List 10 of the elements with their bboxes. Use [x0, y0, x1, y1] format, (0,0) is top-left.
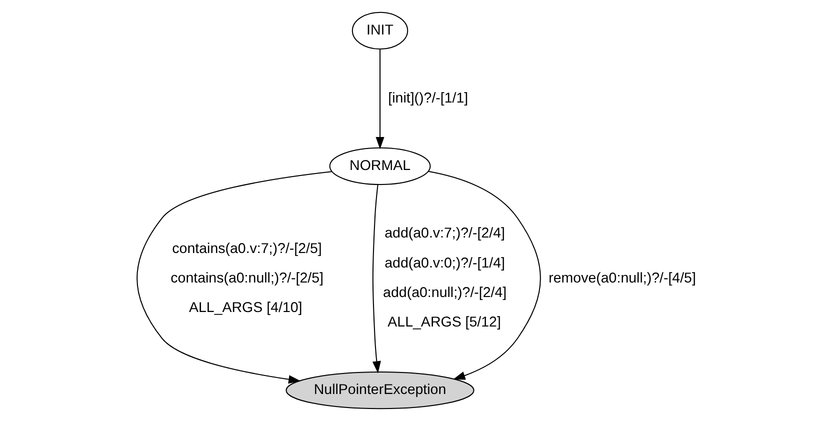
arrow [428, 170, 540, 380]
edge-label: [init]()?/-[1/1] [388, 90, 468, 107]
node-ellipse: NORMAL [328, 147, 430, 186]
arrow [372, 184, 380, 374]
edge-label: add(a0.v:7;)?/-[2/4] add(a0.v:0;)?/-[1/4] add(a0:null;)?/-[2/4] ALL_ARGS [5/12] [382, 226, 506, 330]
node-ellipse: INIT [351, 12, 408, 50]
arrow [136, 171, 332, 384]
edge-label: contains(a0.v:7;)?/-[2/5] contains(a0:null;)?/-[2/5] ALL_ARGS [4/10] [170, 240, 324, 316]
arrow [375, 49, 384, 150]
edge-label: remove(a0:null;)?/-[4/5] [548, 270, 696, 287]
